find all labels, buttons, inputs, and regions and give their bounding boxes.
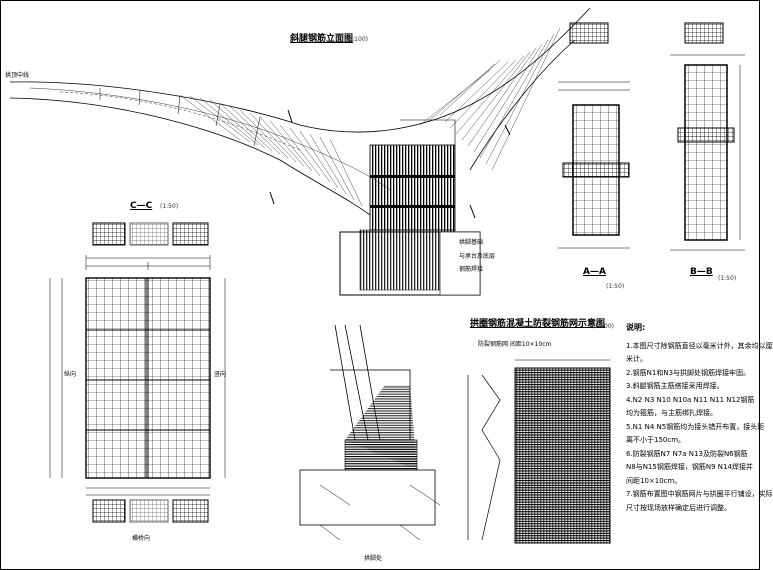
arch-rebar-lines	[179, 27, 561, 207]
bb-top-bars	[684, 22, 724, 44]
cc-dimensions	[49, 255, 226, 496]
note-line: 3.斜腿钢筋主筋搭接采用焊接。	[626, 382, 724, 391]
mesh-side-view	[467, 374, 501, 541]
foundation-note-1: 拱脚基础	[459, 239, 484, 246]
note-line: 6.防裂钢筋N7 N7a N13及防裂N6钢筋	[626, 449, 748, 458]
aa-top-bars	[569, 22, 609, 44]
cc-top-bars-1	[92, 222, 126, 246]
elevation-title: 斜腿钢筋立面图	[290, 34, 354, 44]
left-end-label: 拱顶中线	[5, 72, 30, 79]
mesh-scale: (1:100)	[592, 323, 614, 330]
section-aa-title: A—A	[583, 267, 606, 277]
section-cc-title: C—C	[130, 201, 153, 211]
note-line: 1.本图尺寸除钢筋直径以毫米计外，其余均以厘	[626, 341, 773, 350]
note-line: 4.N2 N3 N10 N10a N11 N11 N12钢筋	[626, 395, 755, 404]
pier-stem	[359, 229, 456, 291]
plan-bottom-label: 横桥向	[132, 535, 151, 542]
cc-bottom-bars-1	[92, 499, 126, 523]
note-line: N8与N15钢筋焊接，钢筋N9 N14焊接并	[626, 463, 753, 472]
cc-side-right: 竖向	[214, 371, 227, 378]
note-line: 间距10×10cm。	[626, 476, 682, 485]
section-markers	[269, 109, 511, 219]
notes-heading: 说明:	[626, 323, 646, 332]
pier-rebar-block	[369, 144, 456, 231]
notes-block: 说明: 1.本图尺寸除钢筋直径以毫米计外，其余均以厘 米计。 2.钢筋N1和N3…	[626, 322, 773, 516]
arch-stirrups	[99, 88, 261, 147]
note-line: 2.钢筋N1和N3与拱脚处钢筋焊接牢固。	[626, 368, 751, 377]
foundation-note-3: 钢筋焊接	[459, 266, 484, 273]
section-bb-scale: (1:50)	[718, 275, 737, 282]
note-line: 离不小于150cm。	[626, 436, 686, 445]
note-line: 米计。	[626, 355, 647, 364]
note-line: 7.钢筋布置图中钢筋网片与拱圈平行铺设，实际	[626, 490, 773, 499]
node-bottom-label: 拱脚处	[364, 555, 383, 562]
foundation-note-2: 与承台及底层	[459, 253, 496, 260]
note-line: 均为箍筋，与主筋绑扎焊接。	[626, 409, 717, 418]
cc-bottom-bars-3	[172, 499, 209, 523]
section-cc-scale: (1:50)	[160, 203, 179, 210]
note-line: 尺寸按现场放样确定后进行调整。	[626, 503, 731, 512]
mesh-title: 拱圈钢筋混凝土防裂钢筋网示意图	[470, 319, 606, 329]
notes-lines: 1.本图尺寸除钢筋直径以毫米计外，其余均以厘 米计。 2.钢筋N1和N3与拱脚处…	[626, 340, 773, 516]
cc-top-bars-3	[172, 222, 209, 246]
bb-section	[684, 64, 728, 241]
cc-side-left: 纵向	[64, 371, 77, 378]
note-line: 5.N1 N4 N5钢筋均为接头错开布置，接头距	[626, 422, 765, 431]
mesh-subtitle: 防裂钢筋网 间距10×10cm	[478, 341, 552, 348]
section-aa-scale: (1:50)	[606, 283, 625, 290]
cc-bottom-bars-2	[129, 499, 169, 523]
cc-top-bars-2	[129, 222, 169, 246]
section-bb-title: B—B	[690, 267, 713, 277]
elevation-scale: (1:100)	[346, 36, 368, 43]
